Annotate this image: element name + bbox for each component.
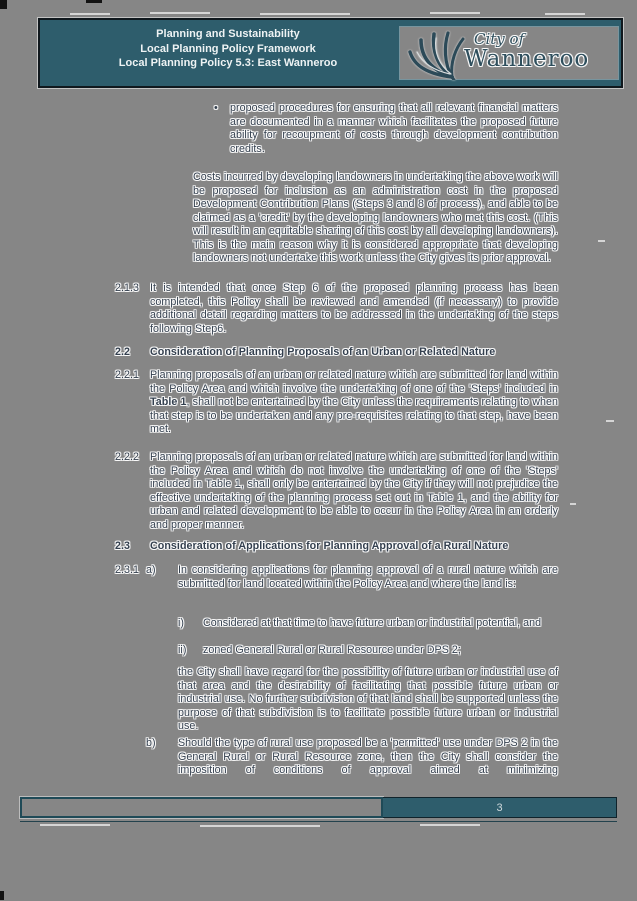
paragraph-conclusion: the City shall have regard for the possi… xyxy=(178,666,558,732)
footer-rule xyxy=(20,821,617,822)
page-number: 3 xyxy=(496,801,503,814)
subitem-label-b: b) xyxy=(146,737,156,749)
header-line-3: Local Planning Policy 5.3: East Wanneroo xyxy=(118,57,338,69)
page-header: Planning and Sustainability Local Planni… xyxy=(38,18,623,88)
logo-text-wanneroo: Wanneroo xyxy=(464,46,590,72)
roman-point-ii: ii) zoned General Rural or Rural Resourc… xyxy=(178,644,558,658)
scan-artifact xyxy=(150,12,210,14)
section-heading-text: Consideration of Applications for Planni… xyxy=(150,540,509,552)
section-number: 2.2 xyxy=(115,346,131,358)
header-line-1: Planning and Sustainability xyxy=(156,28,300,40)
subitem-b: b) Should the type of rural use proposed… xyxy=(146,737,558,778)
logo-text-city-of: City of xyxy=(474,30,525,48)
section-2-3-1: 2.3.1 a) In considering applications for… xyxy=(115,564,558,591)
scan-artifact xyxy=(606,420,614,422)
subitem-text: Should the type of rural use proposed be… xyxy=(178,737,558,776)
scan-artifact xyxy=(420,824,480,826)
paragraph-costs: Costs incurred by developing landowners … xyxy=(193,171,558,264)
header-line-2: Local Planning Policy Framework xyxy=(140,42,316,55)
scan-artifact xyxy=(40,824,110,826)
scan-artifact xyxy=(0,0,7,9)
section-2-1-3: 2.1.3 It is intended that once Step 6 of… xyxy=(115,282,558,336)
section-text: Planning proposals of an urban or relate… xyxy=(150,451,558,531)
section-text-bold: Table 1 xyxy=(150,396,187,408)
section-text-part: , shall not be entertained by the City u… xyxy=(150,396,558,435)
roman-point-i: i) Considered at that time to have futur… xyxy=(178,617,558,631)
scan-artifact xyxy=(598,240,605,242)
kangaroo-paw-icon xyxy=(408,31,465,80)
scan-artifact xyxy=(0,891,4,900)
scan-artifact xyxy=(200,825,320,827)
section-2-2-1: 2.2.1 Planning proposals of an urban or … xyxy=(115,369,558,437)
wanneroo-logo: City of Wanneroo xyxy=(400,27,618,80)
bullet-item: • proposed procedures for ensuring that … xyxy=(214,102,558,156)
scan-artifact xyxy=(430,12,480,14)
roman-point-text: zoned General Rural or Rural Resource un… xyxy=(203,644,461,656)
section-number: 2.1.3 xyxy=(115,282,140,294)
scan-artifact xyxy=(570,503,576,505)
header-title-block: Planning and Sustainability Local Planni… xyxy=(54,27,402,71)
scan-artifact xyxy=(260,13,350,15)
bullet-text: proposed procedures for ensuring that al… xyxy=(230,102,558,155)
footer-empty-box xyxy=(20,797,383,818)
scan-artifact xyxy=(86,0,102,3)
section-text-part: Planning proposals of an urban or relate… xyxy=(150,369,558,395)
roman-point-label: i) xyxy=(178,617,185,629)
section-heading-2-3: 2.3 Consideration of Applications for Pl… xyxy=(115,540,558,554)
section-heading-text: Consideration of Planning Proposals of a… xyxy=(150,346,496,358)
section-number: 2.3 xyxy=(115,540,131,552)
section-number: 2.3.1 xyxy=(115,564,140,576)
roman-point-text: Considered at that time to have future u… xyxy=(203,617,542,629)
roman-point-label: ii) xyxy=(178,644,187,656)
page-number-box: 3 xyxy=(383,797,617,818)
scan-artifact xyxy=(545,13,585,15)
footer-bar: 3 xyxy=(20,797,617,818)
section-number: 2.2.1 xyxy=(115,369,140,381)
section-heading-2-2: 2.2 Consideration of Planning Proposals … xyxy=(115,346,558,360)
section-text: Planning proposals of an urban or relate… xyxy=(150,369,558,437)
bullet-icon: • xyxy=(214,102,218,114)
section-number: 2.2.2 xyxy=(115,451,140,463)
subitem-label-a: a) xyxy=(146,564,156,576)
section-2-2-2: 2.2.2 Planning proposals of an urban or … xyxy=(115,451,558,532)
subitem-text: In considering applications for planning… xyxy=(178,564,558,590)
scan-artifact xyxy=(70,13,110,15)
section-text: It is intended that once Step 6 of the p… xyxy=(150,282,558,335)
